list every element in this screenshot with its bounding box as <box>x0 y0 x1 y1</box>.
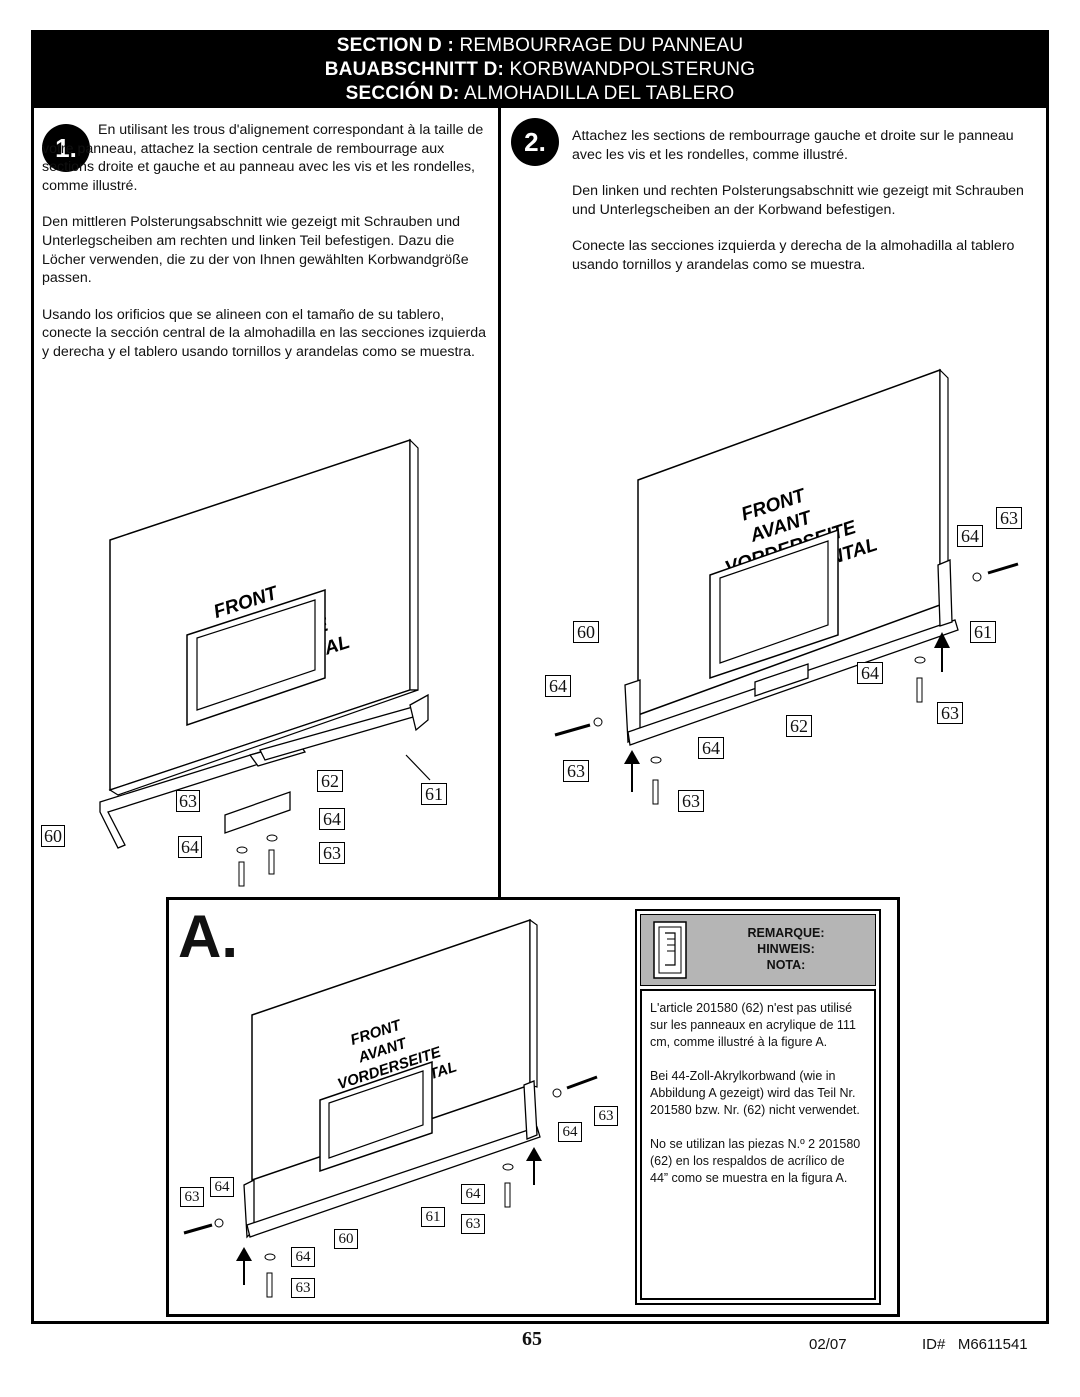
column-divider <box>498 108 501 898</box>
header-line-fr: SECTION D : REMBOURRAGE DU PANNEAU <box>336 35 744 56</box>
note-text-fr: L'article 201580 (62) n'est pas utilisé … <box>650 1001 856 1049</box>
step-2-es: Conecte las secciones izquierda y derech… <box>572 238 1015 273</box>
callout-63: 63 <box>594 1106 618 1126</box>
note-title-fr: REMARQUE: <box>747 926 825 940</box>
footer-id: ID# M6611541 <box>922 1336 1028 1353</box>
callout-64: 64 <box>698 737 724 759</box>
note-header: REMARQUE: HINWEIS: NOTA: <box>640 914 876 986</box>
callout-63: 63 <box>461 1214 485 1234</box>
step-2-de: Den linken und rechten Polsterungsabschn… <box>572 183 1024 218</box>
callout-63: 63 <box>291 1278 315 1298</box>
callout-63: 63 <box>996 507 1022 529</box>
callout-62: 62 <box>317 770 343 792</box>
callout-64: 64 <box>178 836 202 858</box>
step-1-fr: En utilisant les trous d'alignement corr… <box>42 122 484 194</box>
step-1-badge: 1. <box>42 124 90 172</box>
callout-63: 63 <box>937 702 963 724</box>
step-1-es: Usando los orificios que se alineen con … <box>42 306 487 360</box>
page-number: 65 <box>522 1328 542 1350</box>
callout-61: 61 <box>421 1207 445 1227</box>
section-header: SECTION D : REMBOURRAGE DU PANNEAU BAUAB… <box>31 30 1049 108</box>
callout-63: 63 <box>319 842 345 864</box>
callout-63: 63 <box>678 790 704 812</box>
note-body: L'article 201580 (62) n'est pas utilisé … <box>640 989 876 1300</box>
header-line-es: SECCIÓN D: ALMOHADILLA DEL TABLERO <box>345 83 735 104</box>
step-1-text: En utilisant les trous d'alignement corr… <box>42 121 490 362</box>
step-2-badge: 2. <box>511 118 559 166</box>
step-1-illustration: FRONT AVANT VORDERSEITE PARTE FRONTAL <box>99 438 431 887</box>
callout-61: 61 <box>970 621 996 643</box>
note-document-icon <box>653 921 687 979</box>
callout-64: 64 <box>210 1177 234 1197</box>
note-box <box>635 909 881 1305</box>
callout-64: 64 <box>558 1122 582 1142</box>
callout-63: 63 <box>563 760 589 782</box>
callout-64: 64 <box>291 1247 315 1267</box>
note-title-es: NOTA: <box>766 958 806 972</box>
callout-64: 64 <box>319 808 345 830</box>
callout-63: 63 <box>180 1187 204 1207</box>
figure-a-label: A. <box>178 903 238 970</box>
callout-60: 60 <box>334 1229 358 1249</box>
step-2-text: Attachez les sections de rembourrage gau… <box>572 127 1038 275</box>
figure-a-illustration: FRONT AVANT VORDERSEITE PARTE FRONTAL <box>183 918 598 1298</box>
figure-a-box <box>166 897 900 1317</box>
callout-64: 64 <box>857 662 883 684</box>
callout-64: 64 <box>545 675 571 697</box>
note-text-de: Bei 44-Zoll-Akrylkorbwand (wie in Abbild… <box>650 1069 860 1117</box>
note-title-de: HINWEIS: <box>757 942 815 956</box>
callout-64: 64 <box>957 525 983 547</box>
step-2-illustration: FRONT AVANT VORDERSEITE PARTE FRONTAL <box>554 368 1019 805</box>
callout-62: 62 <box>786 715 812 737</box>
callout-64: 64 <box>461 1184 485 1204</box>
note-text-es: No se utilizan las piezas N.º 2 201580 (… <box>650 1137 861 1185</box>
step-1-de: Den mittleren Polsterungsabschnitt wie g… <box>42 214 469 287</box>
callout-60: 60 <box>41 825 65 847</box>
callout-60: 60 <box>573 621 599 643</box>
callout-63: 63 <box>176 790 200 812</box>
footer-date: 02/07 <box>809 1336 847 1353</box>
header-line-de: BAUABSCHNITT D: KORBWANDPOLSTERUNG <box>324 59 756 80</box>
callout-61: 61 <box>421 783 447 805</box>
step-2-fr: Attachez les sections de rembourrage gau… <box>572 128 1014 163</box>
